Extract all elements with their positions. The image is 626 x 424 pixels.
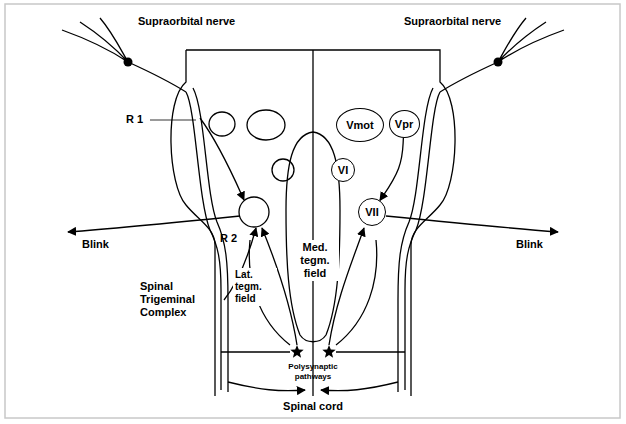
nucleus-label: Vmot	[346, 119, 374, 131]
region-label: Med. tegm. field	[291, 240, 339, 281]
region-label: Lat. tegm. field	[233, 268, 277, 306]
nucleus-label: Vpr	[395, 118, 413, 130]
nucleus-label: VI	[338, 164, 348, 176]
interneuron-star	[322, 345, 335, 358]
r1-pathway	[200, 118, 244, 200]
blink-label: Blink	[516, 238, 543, 251]
blink-arrow	[386, 216, 558, 232]
polysynaptic-pathway	[221, 351, 290, 352]
nerve-branch	[440, 18, 564, 92]
abducens-nucleus: VI	[331, 158, 355, 182]
facial-nucleus: VII	[358, 198, 386, 226]
reflex-label: R 1	[126, 113, 143, 126]
motor-nucleus	[247, 110, 285, 140]
region-label: Spinal Trigeminal Complex	[140, 280, 210, 319]
motor-nucleus: Vmot	[336, 108, 384, 142]
midline	[312, 50, 313, 396]
reflex-label: R 2	[220, 232, 237, 245]
neural-connection	[380, 138, 403, 200]
lateral-tegmental-field	[336, 240, 377, 345]
frame	[5, 4, 620, 418]
spinal-connection	[228, 382, 305, 391]
sensory-nucleus	[209, 112, 235, 136]
nerve-label: Supraorbital nerve	[404, 15, 501, 28]
blink-label: Blink	[82, 238, 109, 251]
pathway-label: Polysynaptic pathways	[280, 362, 346, 382]
blink-arrow	[68, 216, 240, 232]
trigeminal-ganglion	[124, 58, 133, 67]
polysynaptic-pathway	[336, 351, 405, 352]
trigeminal-ganglion	[494, 58, 503, 67]
interneuron-star	[290, 345, 303, 358]
nerve-label: Supraorbital nerve	[138, 15, 235, 28]
brainstem-outline	[171, 50, 455, 396]
structure-label: Spinal cord	[0, 400, 626, 413]
abducens-nucleus	[272, 159, 294, 181]
nucleus-label: VII	[365, 206, 378, 218]
sensory-nucleus: Vpr	[389, 110, 420, 138]
nerve-branch	[62, 18, 186, 92]
spinal-connection	[321, 382, 398, 391]
facial-nucleus	[239, 197, 269, 227]
leader-line	[150, 120, 196, 121]
